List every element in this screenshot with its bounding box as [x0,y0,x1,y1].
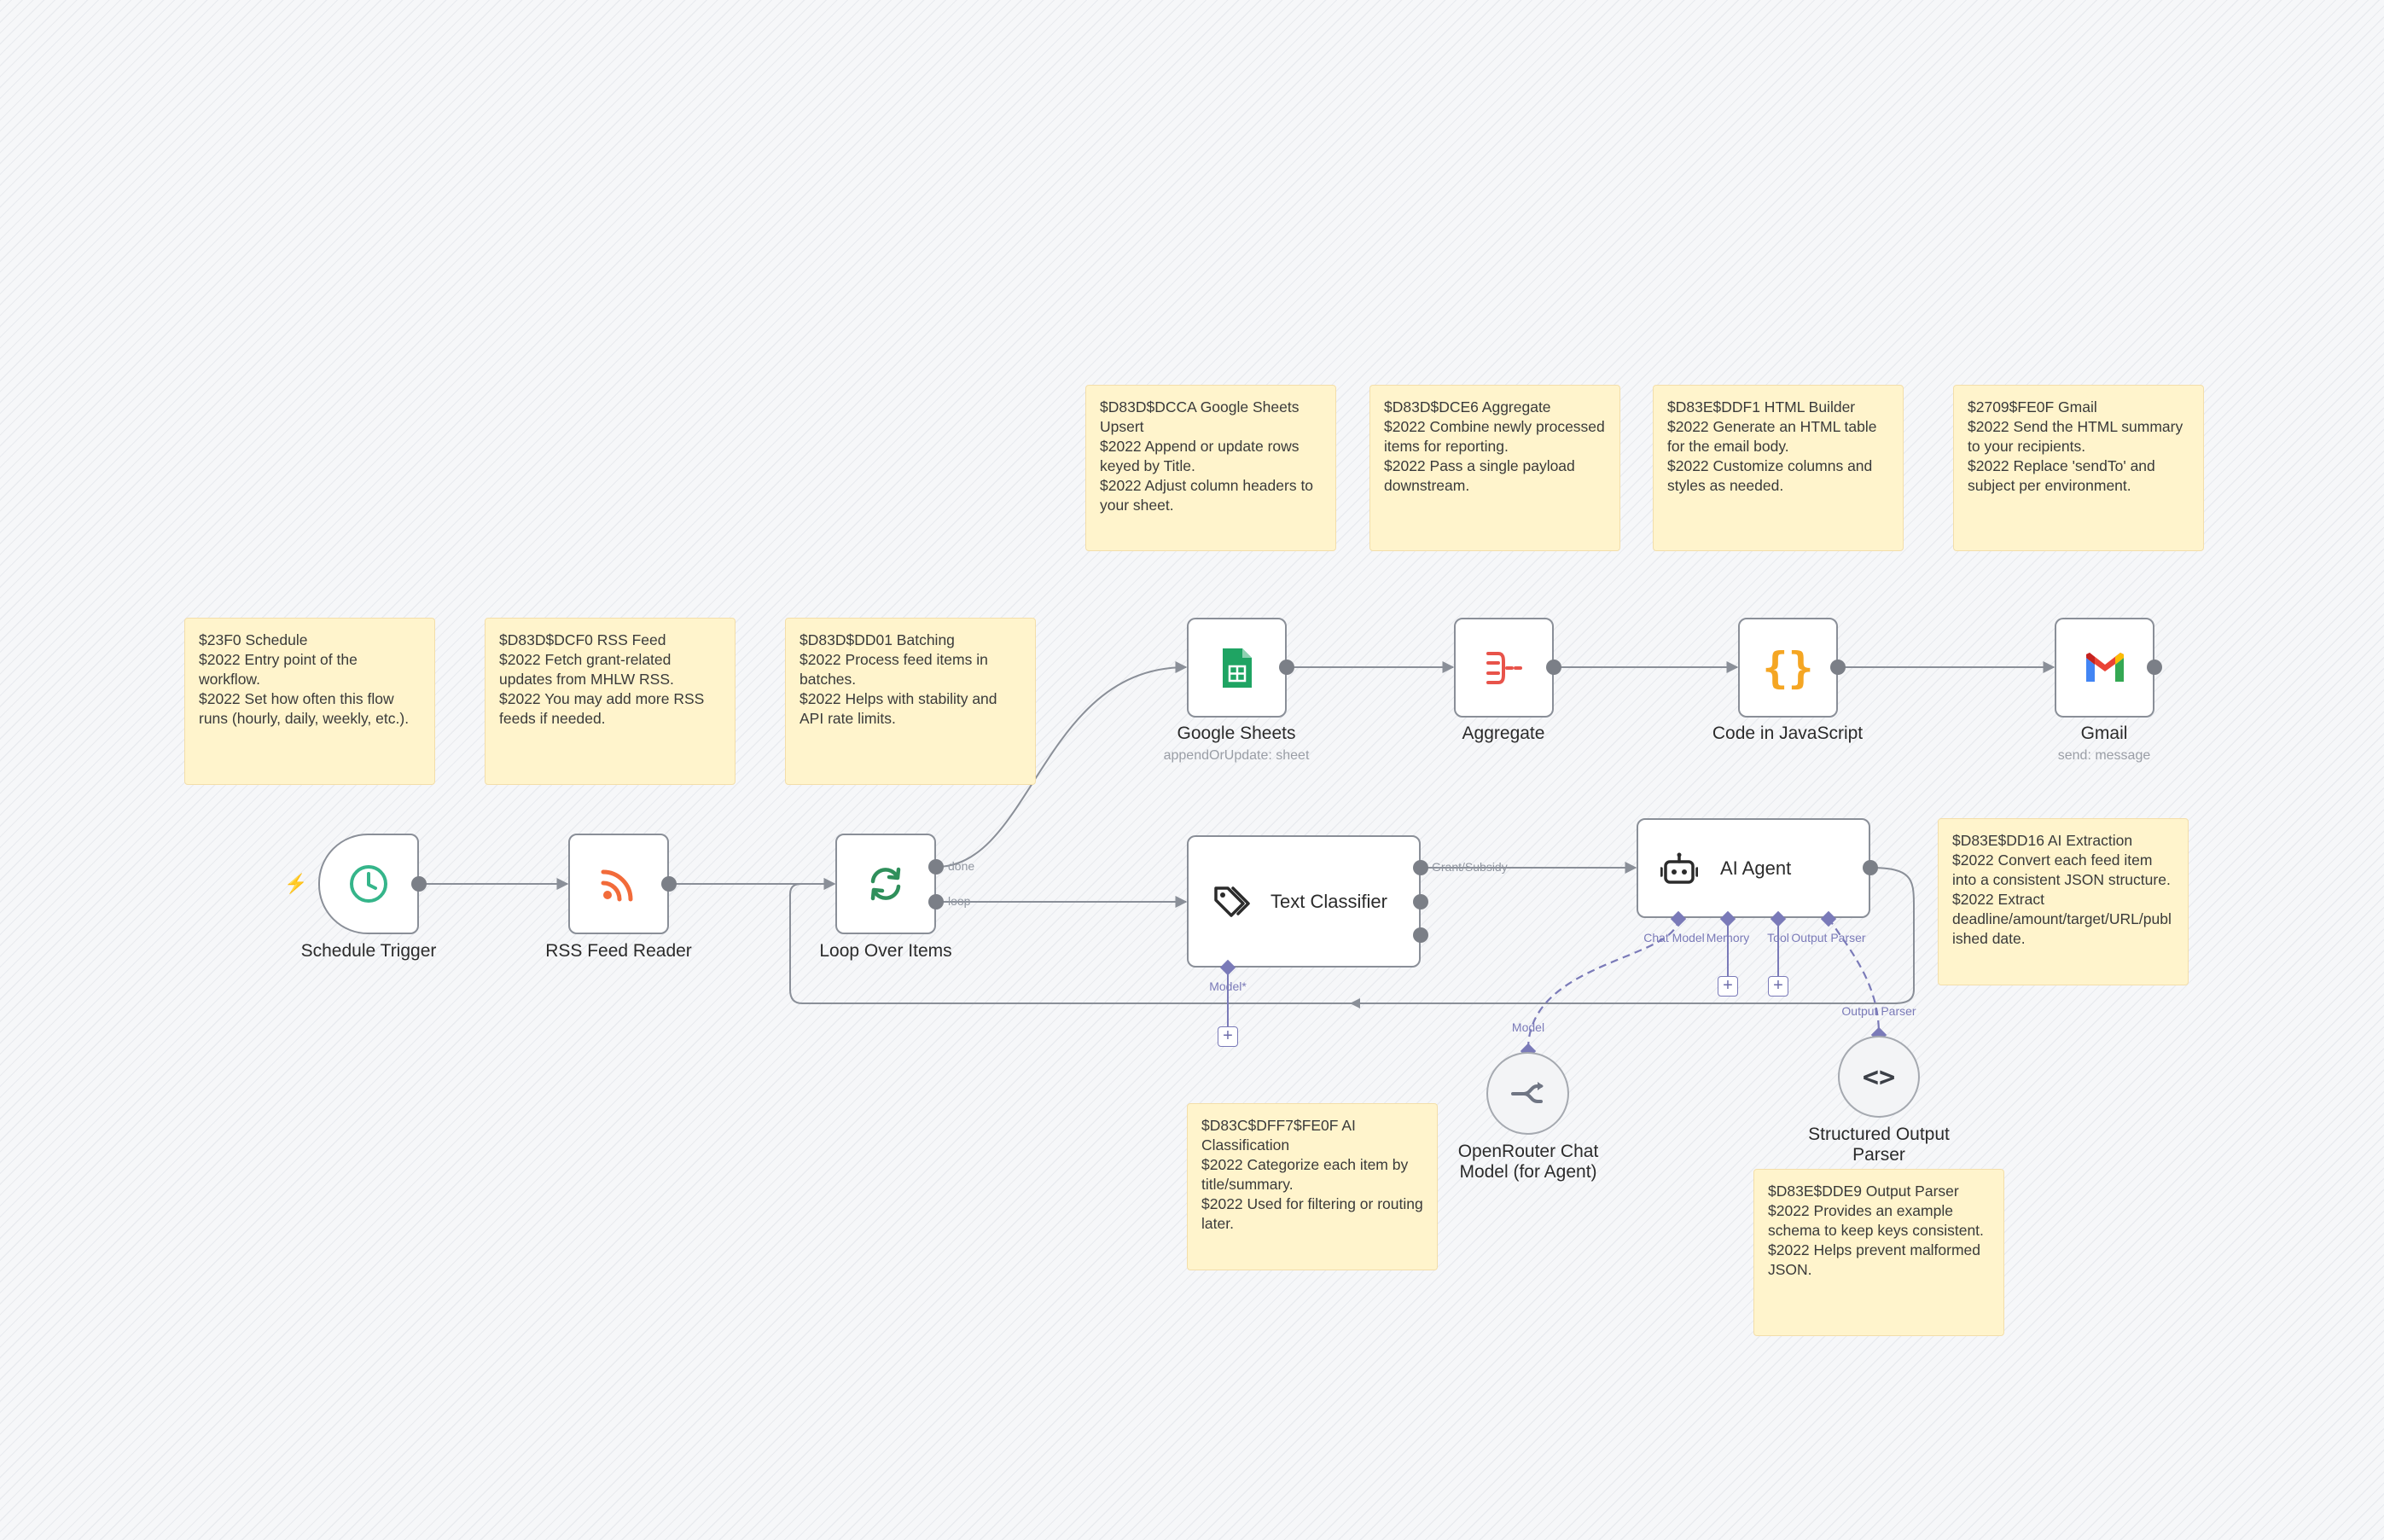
connection-label-model-required: Model* [1209,979,1247,993]
node-gmail[interactable] [2055,618,2154,718]
connection-label-chat-model: Chat Model [1643,931,1705,944]
output-port-google-sheets[interactable] [1279,660,1294,675]
node-title-text-classifier: Text Classifier [1270,890,1387,912]
connection-output-parser-dashed [1828,917,1881,1035]
code-braces-icon: {} [1762,642,1814,693]
node-label-structured-output-parser: Structured Output Parser [1808,1124,1950,1165]
output-port-rss[interactable] [661,876,677,892]
output-port-aggregate[interactable] [1546,660,1561,675]
connection-label-done: done [948,859,975,873]
node-openrouter-chat-model[interactable] [1486,1052,1569,1135]
node-google-sheets[interactable] [1187,618,1287,718]
add-tool-button[interactable]: + [1768,976,1788,997]
node-label-aggregate: Aggregate [1462,724,1545,743]
node-schedule-trigger[interactable] [318,834,419,934]
connection-label-tool: Tool [1767,931,1789,944]
connection-label-output-parser: Output Parser [1791,931,1866,944]
sticky-note-ai-extraction[interactable]: $D83E$DD16 AI Extraction $2022 Convert e… [1938,818,2189,985]
connection-chat-model-dashed [1526,917,1680,1050]
node-label-schedule-trigger: Schedule Trigger [300,941,437,961]
node-rss-feed-reader[interactable] [568,834,669,934]
connection-label-loop: loop [948,894,971,908]
connection-loop-done-to-sheets [935,661,1188,868]
output-port-classifier-3[interactable] [1413,927,1428,943]
sticky-note-html-builder[interactable]: $D83E$DDF1 HTML Builder $2022 Generate a… [1653,385,1904,551]
sticky-note-sheets[interactable]: $D83D$DCCA Google Sheets Upsert $2022 Ap… [1085,385,1336,551]
loopback-arrow-head [1350,998,1360,1008]
node-sublabel-gmail: send: message [2057,748,2151,763]
node-loop-over-items[interactable] [835,834,936,934]
sticky-note-aggregate[interactable]: $D83D$DCE6 Aggregate $2022 Combine newly… [1369,385,1620,551]
connection-label-output-parser-lower: Output Parser [1841,1004,1916,1018]
output-port-loop-done[interactable] [928,859,944,875]
output-port-loop-loop[interactable] [928,894,944,909]
aggregate-icon [1486,651,1522,684]
node-label-openrouter-chat-model: OpenRouter Chat Model (for Agent) [1457,1142,1599,1182]
connection-agent-loopback [789,867,1915,1004]
connection-label-grant-subsidy: Grant/Subsidy [1432,860,1508,874]
node-code-in-javascript[interactable]: {} [1738,618,1838,718]
output-port-classifier-grant[interactable] [1413,860,1428,875]
node-text-classifier[interactable]: Text Classifier [1187,835,1421,968]
rss-icon [601,869,633,902]
node-label-rss-feed-reader: RSS Feed Reader [545,941,692,961]
google-sheets-icon [1222,648,1252,688]
node-label-loop-over-items: Loop Over Items [819,941,952,961]
trigger-bolt-icon: ⚡ [284,873,308,894]
add-model-classifier-button[interactable]: + [1218,1026,1238,1047]
node-ai-agent[interactable]: AI Agent [1637,818,1870,918]
output-port-code[interactable] [1830,660,1846,675]
node-label-gmail: Gmail [2080,724,2128,743]
sticky-note-ai-classification[interactable]: $D83C$DFF7$FE0F AI Classification $2022 … [1187,1103,1438,1270]
sticky-note-gmail[interactable]: $2709$FE0F Gmail $2022 Send the HTML sum… [1953,385,2204,551]
gmail-icon [2085,652,2124,682]
output-port-schedule[interactable] [411,876,427,892]
sticky-note-schedule[interactable]: $23F0 Schedule $2022 Entry point of the … [184,618,435,785]
robot-icon [1660,852,1698,884]
node-structured-output-parser[interactable]: <> [1838,1036,1920,1118]
loop-icon [870,867,901,901]
connection-label-model: Model [1511,1020,1545,1034]
node-sublabel-google-sheets: appendOrUpdate: sheet [1163,748,1310,763]
output-port-classifier-2[interactable] [1413,894,1428,909]
output-port-ai-agent[interactable] [1863,860,1878,875]
node-aggregate[interactable] [1454,618,1554,718]
openrouter-icon [1510,1081,1544,1103]
sticky-note-batching[interactable]: $D83D$DD01 Batching $2022 Process feed i… [785,618,1036,785]
tag-icon [1214,886,1250,917]
node-title-ai-agent: AI Agent [1720,857,1792,879]
node-label-google-sheets: Google Sheets [1177,724,1296,743]
connection-label-memory: Memory [1706,931,1750,944]
output-port-gmail[interactable] [2147,660,2162,675]
clock-icon [350,865,387,903]
node-label-code-in-javascript: Code in JavaScript [1712,724,1864,743]
add-memory-button[interactable]: + [1718,976,1738,997]
sticky-note-rss[interactable]: $D83D$DCF0 RSS Feed $2022 Fetch grant-re… [485,618,736,785]
sticky-note-output-parser[interactable]: $D83E$DDE9 Output Parser $2022 Provides … [1753,1169,2004,1336]
code-brackets-icon: <> [1862,1061,1896,1093]
